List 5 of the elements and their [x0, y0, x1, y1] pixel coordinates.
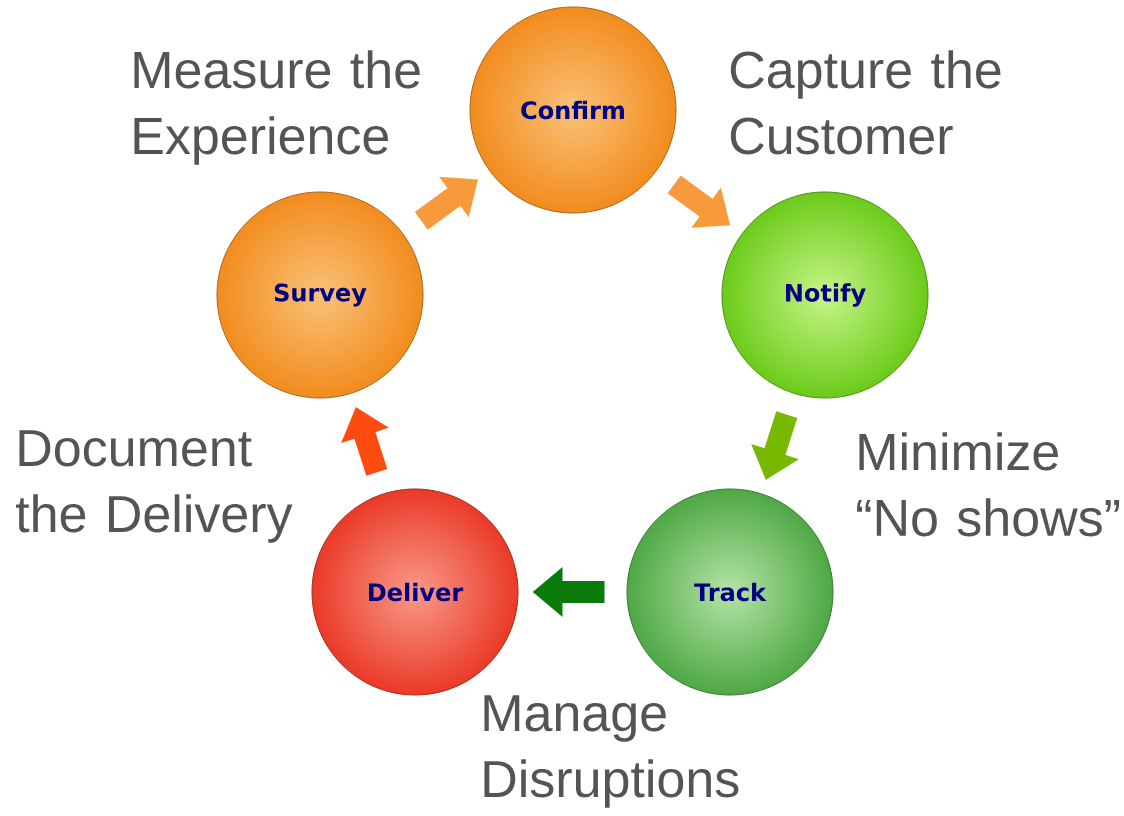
step-caption: Manage Disruptions — [484, 695, 739, 808]
step-caption: Capture the Customer — [730, 50, 1001, 155]
step-caption: Minimize “No shows” — [857, 432, 1120, 537]
step-caption: Measure the Experience — [134, 50, 420, 165]
step-caption: Document the Delivery — [16, 430, 293, 543]
